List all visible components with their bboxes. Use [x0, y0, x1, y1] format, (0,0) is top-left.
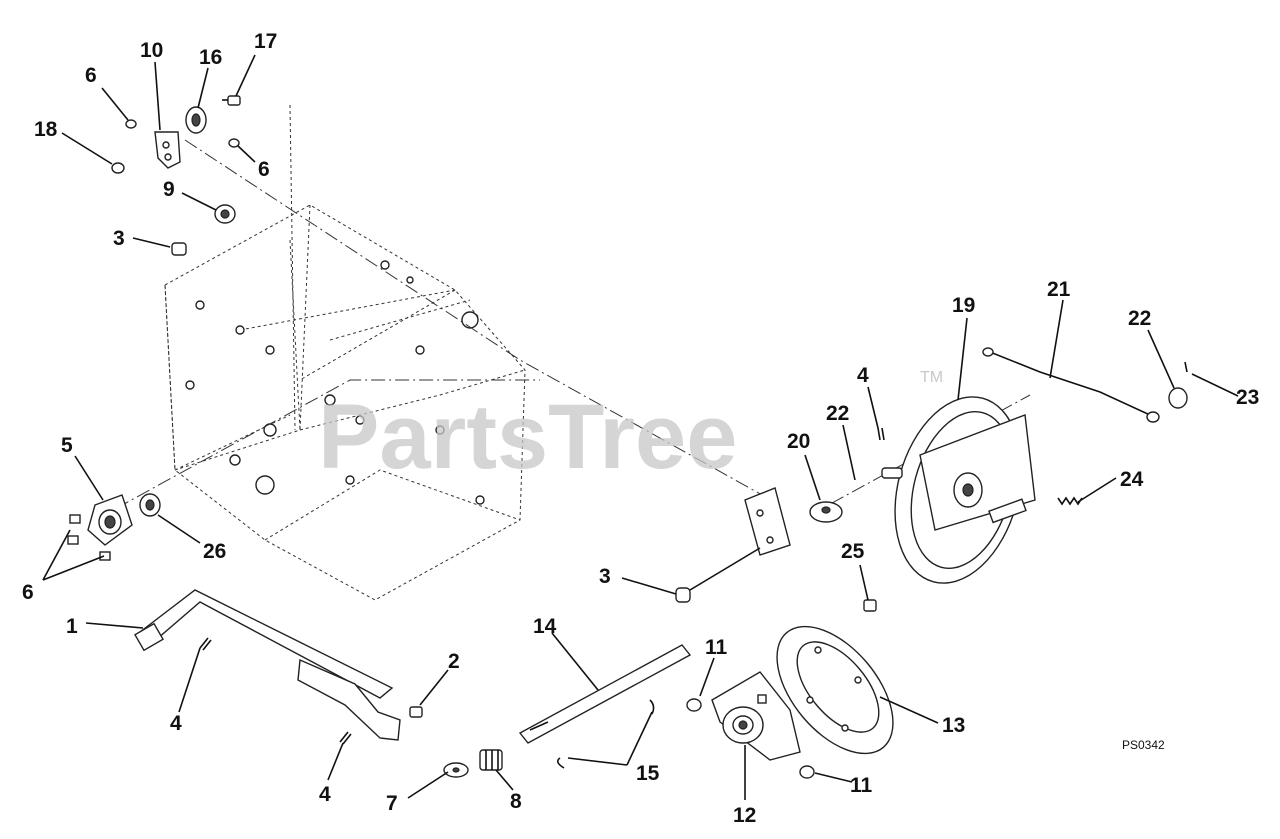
callout-24: 24 [1120, 468, 1144, 491]
part-spacer-3-lower [675, 587, 691, 603]
axis-line-lower [94, 379, 540, 521]
part-washer-7 [443, 762, 469, 778]
part-nut-18 [111, 162, 125, 174]
part-screw-6-right [228, 138, 240, 148]
part-shaft-14 [518, 644, 692, 744]
callout-8: 8 [510, 790, 522, 813]
part-spring-24 [1057, 496, 1083, 506]
callout-23: 23 [1236, 386, 1259, 409]
callout-6: 6 [22, 581, 34, 604]
frame-housing [164, 104, 526, 601]
part-screw-6-top [125, 119, 137, 129]
callout-6: 6 [85, 64, 97, 87]
callout-4: 4 [170, 712, 182, 735]
callout-22: 22 [1128, 307, 1151, 330]
callout-5: 5 [61, 434, 73, 457]
part-pin-4-right [877, 427, 885, 441]
callout-26: 26 [203, 540, 226, 563]
callout-17: 17 [254, 30, 277, 53]
callout-25: 25 [841, 540, 865, 563]
part-plate-20 [809, 501, 843, 523]
callout-10: 10 [140, 39, 163, 62]
part-bearing-26 [139, 493, 161, 517]
part-bolt-17 [222, 95, 241, 106]
part-cable-21 [982, 347, 1160, 423]
part-nut-2 [409, 706, 423, 718]
callout-4: 4 [319, 783, 331, 806]
callout-16: 16 [199, 46, 222, 69]
part-idler-12 [711, 671, 801, 761]
part-gear-8 [479, 749, 503, 771]
part-washer-11-top [686, 698, 702, 712]
axis-line-upper [184, 139, 781, 506]
callout-19: 19 [952, 294, 975, 317]
part-lever-1 [134, 589, 401, 741]
callout-21: 21 [1047, 278, 1071, 301]
callout-20: 20 [787, 430, 810, 453]
part-screws-6-left [67, 514, 111, 561]
part-clutch-19 [881, 396, 1036, 584]
callout-3: 3 [113, 227, 125, 250]
part-pin-15 [556, 699, 655, 769]
callout-4: 4 [857, 364, 869, 387]
part-washer-11-bottom [799, 765, 815, 779]
part-nut-25 [863, 599, 877, 612]
part-spacer-3-top [171, 242, 187, 256]
part-pin-4-bottom [339, 731, 352, 745]
callout-2: 2 [448, 650, 460, 673]
part-washer-22-right [1168, 387, 1188, 409]
part-bracket-mount [689, 487, 791, 591]
part-pin-23 [1184, 361, 1188, 373]
callout-6: 6 [258, 158, 270, 181]
callout-7: 7 [386, 792, 398, 815]
drawing-code: PS0342 [1122, 738, 1165, 752]
callout-13: 13 [942, 714, 965, 737]
watermark: PartsTree [318, 386, 737, 488]
watermark-trademark: TM [920, 369, 943, 386]
callout-3: 3 [599, 565, 611, 588]
callout-labels: 10 16 17 6 18 6 9 3 5 26 6 1 4 2 4 7 8 1… [22, 30, 1259, 827]
callout-18: 18 [34, 118, 58, 141]
callout-11: 11 [705, 636, 728, 659]
part-pin-4-left [199, 637, 212, 651]
callout-15: 15 [636, 762, 660, 785]
leader-lines [42, 54, 1239, 800]
part-flange-5 [87, 494, 133, 546]
part-bearing-16 [185, 106, 207, 134]
callout-12: 12 [733, 804, 756, 827]
part-bushing-9 [214, 204, 236, 224]
callout-11: 11 [850, 774, 873, 797]
callout-22: 22 [826, 402, 849, 425]
callout-14: 14 [533, 615, 557, 638]
callout-1: 1 [66, 615, 78, 638]
part-pulley-13 [776, 625, 894, 755]
part-bracket-10 [154, 131, 181, 169]
callout-9: 9 [163, 178, 175, 201]
